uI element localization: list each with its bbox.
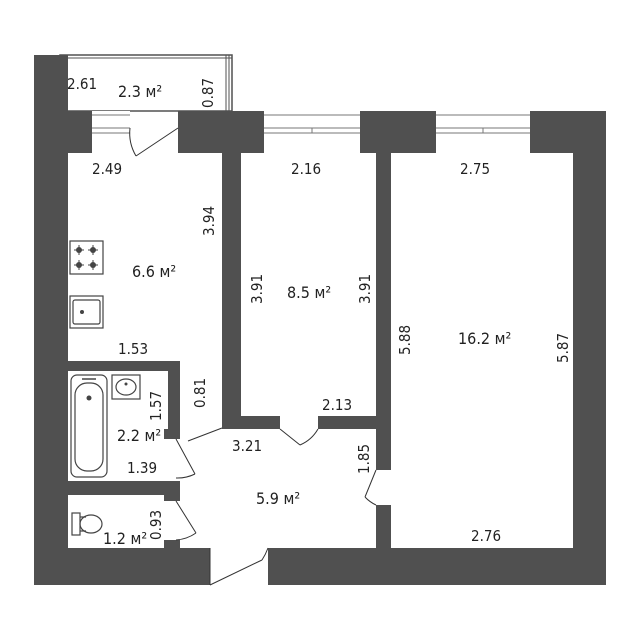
bedroom-area-label: 8.5 м² (287, 283, 331, 302)
living-area-label: 16.2 м² (458, 329, 511, 348)
window-kitchen (92, 111, 130, 137)
wall-bottom-left (34, 548, 210, 585)
walls (34, 55, 606, 585)
area-labels: 2.3 м² 6.6 м² 8.5 м² 16.2 м² 2.2 м² 1.2 … (103, 82, 511, 548)
kitchen-length-label: 3.94 (200, 206, 218, 236)
living-length-left-label: 5.88 (396, 325, 414, 355)
door-bathroom (175, 438, 196, 479)
door-bedroom (279, 428, 319, 446)
dimension-labels: 2.61 0.87 2.49 3.94 1.53 2.16 3.91 3.91 … (67, 75, 572, 545)
door-living (364, 469, 377, 506)
wall-kitchen-bedroom (222, 153, 241, 428)
window-bedroom (264, 111, 360, 137)
hallway-length-label: 1.85 (355, 444, 373, 474)
bedroom-width-bottom-label: 2.13 (322, 396, 352, 414)
doors (129, 127, 377, 586)
bedroom-length-left-label: 3.91 (248, 274, 266, 304)
wall-bath-right-stub (164, 429, 180, 439)
door-entrance (209, 547, 269, 586)
toilet-width-label: 0.93 (147, 510, 165, 540)
wall-toilet-right-top (164, 481, 180, 501)
bathroom-area-label: 2.2 м² (117, 426, 161, 445)
living-length-right-label: 5.87 (554, 333, 572, 363)
window-living (436, 111, 530, 137)
bedroom-width-top-label: 2.16 (291, 160, 321, 178)
hallway-area-label: 5.9 м² (256, 489, 300, 508)
living-width-bottom-label: 2.76 (471, 527, 501, 545)
balcony (59, 54, 233, 112)
wall-bedroom-living (376, 153, 391, 470)
wall-top-middle (360, 111, 436, 153)
windows (92, 111, 530, 137)
hallway-width-label: 3.21 (232, 437, 262, 455)
bathroom-length-label: 1.57 (147, 391, 165, 421)
balcony-width-label: 2.61 (67, 75, 97, 93)
wall-bath-right-upper (168, 361, 180, 429)
wall-bedroom-bottom-right (318, 416, 391, 429)
kitchen-sink-icon (69, 295, 104, 329)
door-balcony (129, 127, 179, 157)
wall-kitchen-top-right (178, 111, 264, 153)
wall-balcony-top (34, 55, 60, 111)
wall-bottom-right (268, 548, 606, 585)
kitchen-area-label: 6.6 м² (132, 262, 176, 281)
wall-kitchen-bath (68, 361, 180, 371)
wall-right-outer (573, 111, 606, 585)
stove-icon (69, 240, 104, 275)
wall-bedroom-bottom-left (222, 416, 280, 429)
toilet-icon (71, 512, 103, 536)
wall-kitchen-top-left (34, 111, 92, 153)
hallway-passage-label: 0.81 (191, 378, 209, 408)
bathtub-icon (70, 374, 108, 478)
bathroom-width-label: 1.39 (127, 459, 157, 477)
wall-living-hall-lower (376, 505, 391, 550)
kitchen-width-bottom-label: 1.53 (118, 340, 148, 358)
living-width-top-label: 2.75 (460, 160, 490, 178)
wall-bath-toilet (68, 481, 180, 495)
wall-toilet-right-bottom (164, 540, 180, 552)
bathroom-sink-icon (111, 374, 141, 400)
kitchen-width-top-label: 2.49 (92, 160, 122, 178)
toilet-area-label: 1.2 м² (103, 529, 147, 548)
door-toilet (175, 500, 197, 541)
bedroom-length-right-label: 3.91 (356, 274, 374, 304)
door-kitchen (187, 427, 223, 442)
balcony-railing (59, 54, 233, 112)
balcony-area-label: 2.3 м² (118, 82, 162, 101)
balcony-depth-label: 0.87 (199, 78, 217, 108)
